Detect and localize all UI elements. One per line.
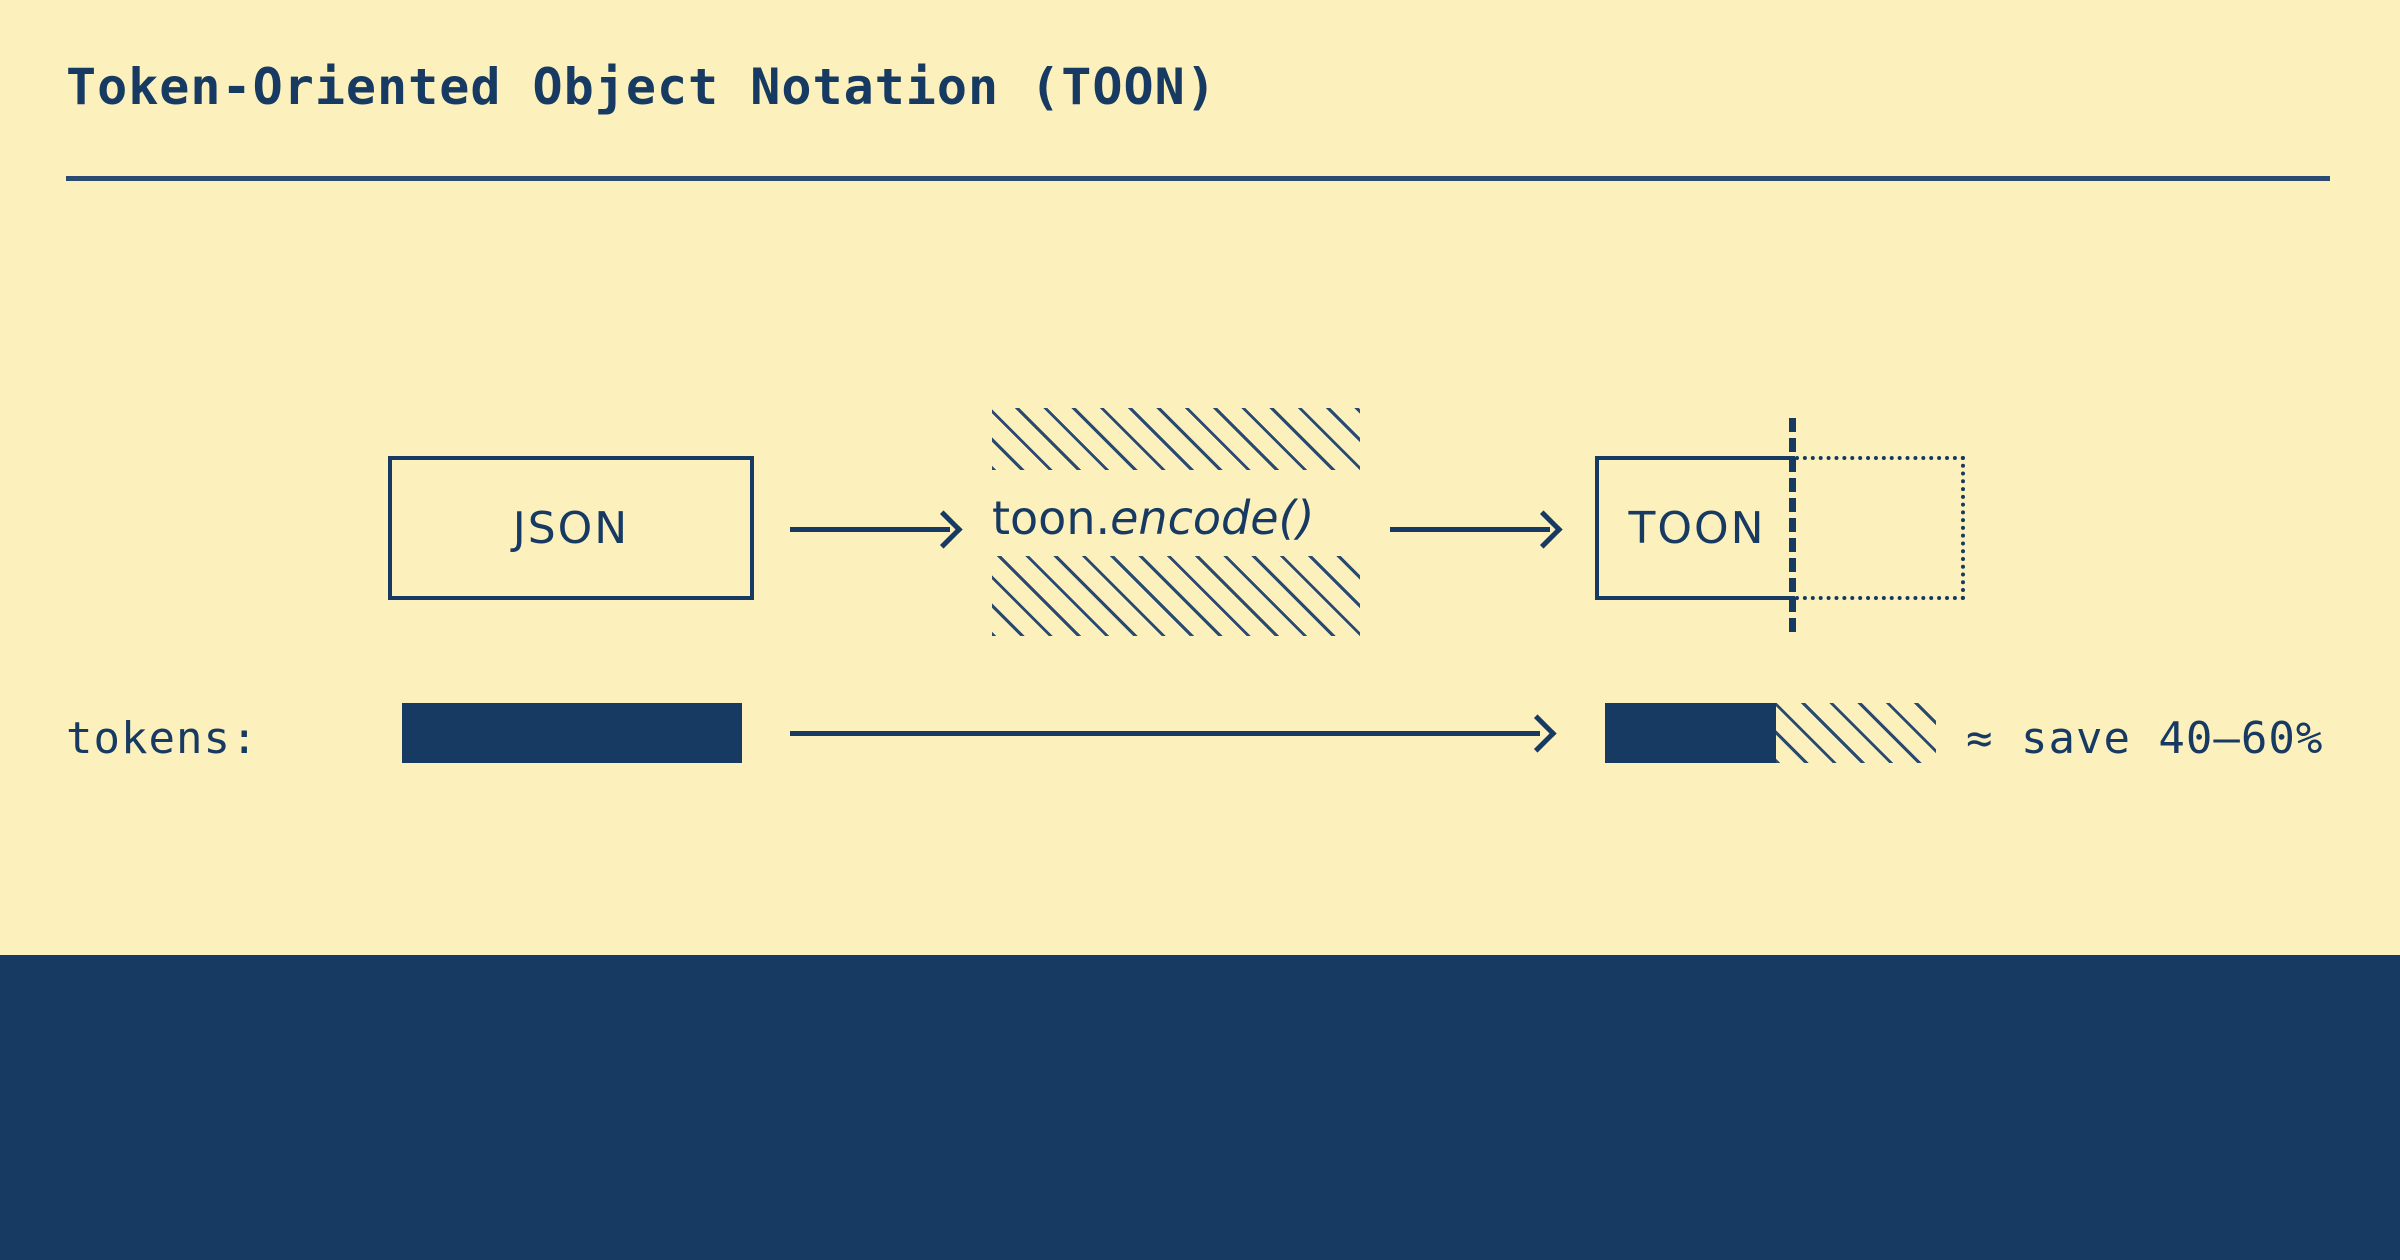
tokens-label: tokens:	[66, 713, 259, 764]
encode-prefix: toon.	[992, 491, 1111, 545]
page-title: Token-Oriented Object Notation (TOON)	[66, 58, 1217, 116]
token-bar-json	[402, 703, 742, 763]
toon-node-trimmed-region	[1795, 456, 1965, 600]
toon-node-group: TOON	[1595, 400, 1985, 640]
toon-node[interactable]: TOON	[1595, 456, 1795, 600]
encode-hatch-top	[992, 408, 1360, 470]
encode-hatch-bottom	[992, 556, 1360, 636]
token-bar-toon-saved	[1776, 703, 1936, 763]
token-bar-toon-used	[1605, 703, 1776, 763]
savings-note: ≈ save 40–60%	[1966, 713, 2324, 764]
encode-function: encode()	[1110, 491, 1315, 545]
tokens-arrow-head-icon	[1518, 714, 1557, 753]
tokens-arrow-line	[790, 731, 1540, 736]
title-divider	[66, 176, 2330, 181]
arrow-json-to-encode-head-icon	[924, 510, 963, 549]
sample-panel: sample: JSON→{ "tags": ["jazz", "chill",…	[0, 955, 2400, 1260]
encode-call-label[interactable]: toon.encode()	[992, 490, 1360, 546]
arrow-encode-to-toon-head-icon	[1524, 510, 1563, 549]
pipeline-diagram: JSON toon.encode() TOON	[388, 400, 1985, 640]
arrow-json-to-encode-line	[790, 527, 950, 532]
arrow-encode-to-toon-line	[1390, 527, 1550, 532]
json-node[interactable]: JSON	[388, 456, 754, 600]
